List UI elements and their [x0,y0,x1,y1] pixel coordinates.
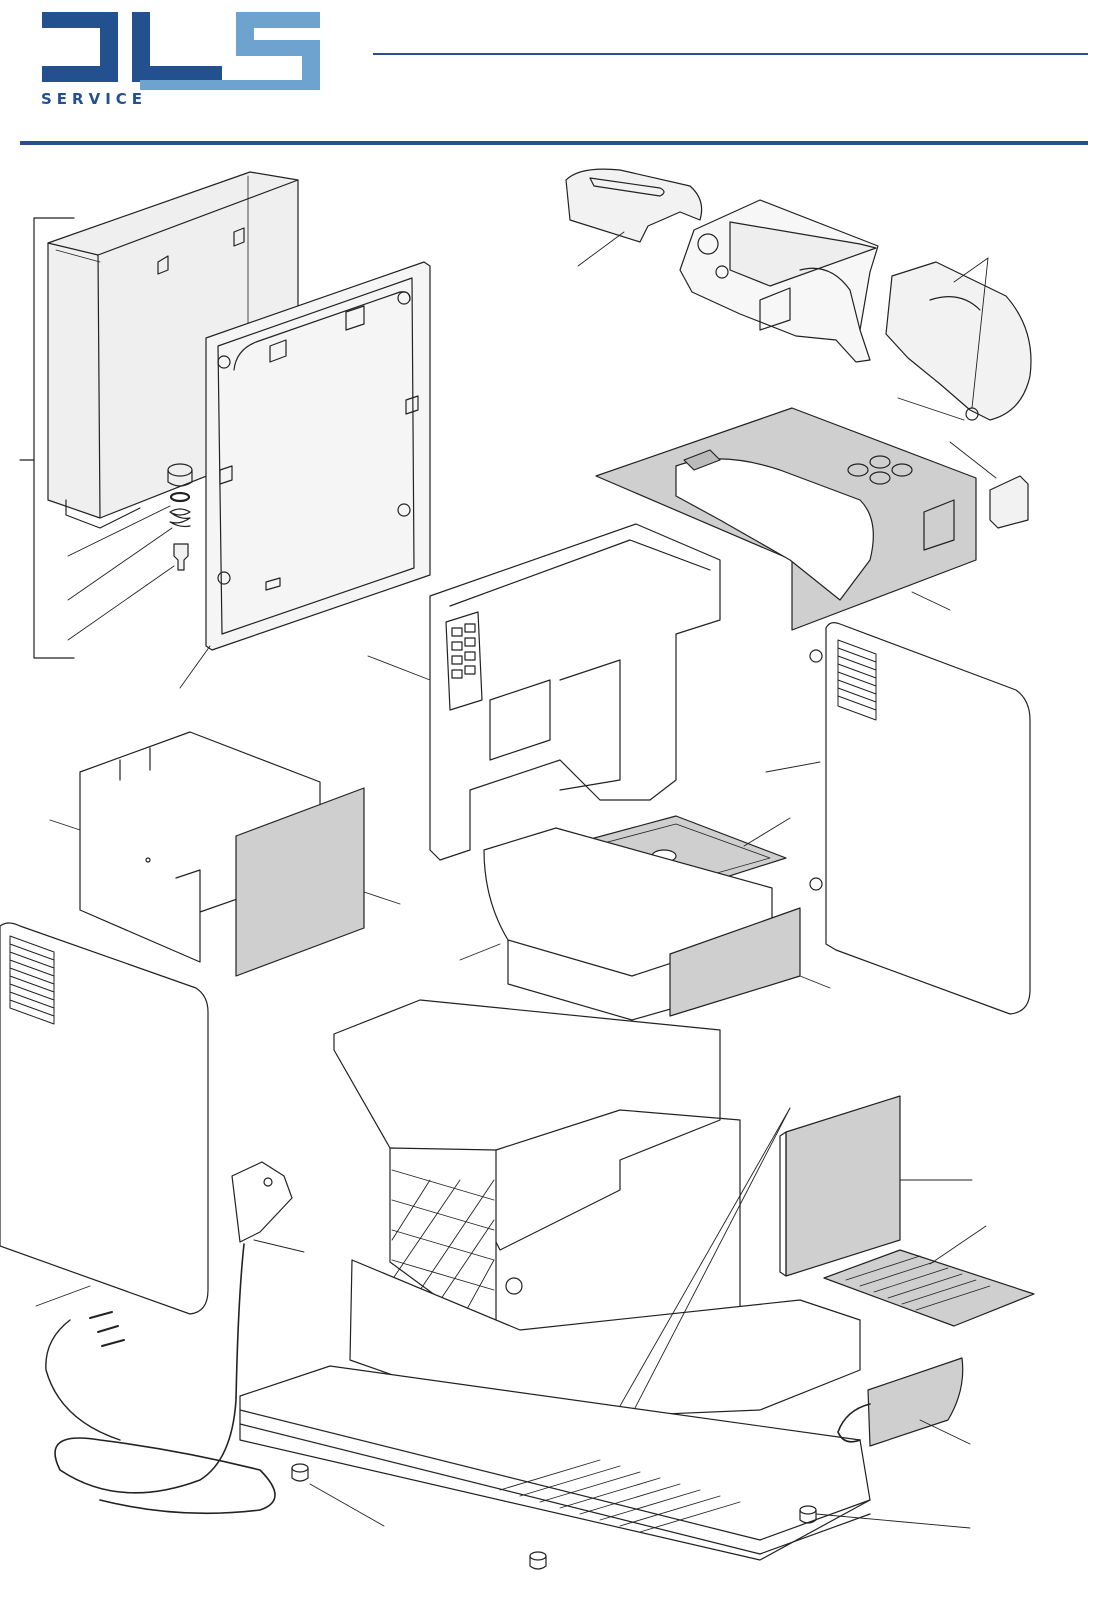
main-chassis [367,523,721,861]
foot-left [291,1463,385,1527]
logo-letter-d [42,12,118,82]
logo-service-text: SERVICE [41,90,148,108]
tank-valve-seal [169,491,191,503]
base-frame [333,999,861,1421]
exploded-parts-diagram [0,168,1035,1570]
drip-tray-front [669,907,831,1017]
brewer-side-cover [885,257,1032,421]
logo-letter-l [132,12,222,82]
tank-valve-spring [169,508,191,528]
tank-valve-plug [173,543,189,571]
dls-logo-mark [42,12,320,90]
foot-right [799,1505,971,1529]
rear-gray-panel [779,1095,973,1277]
header-main-rule [20,141,1088,145]
top-cover-plate [595,407,977,631]
right-side-panel [765,622,1031,1015]
header-thin-rule [373,53,1088,55]
logo-letter-s [140,12,320,90]
dls-service-logo: SERVICE [40,10,330,108]
left-side-panel [0,922,209,1315]
tank-support-frame [179,261,431,689]
bottom-grill [823,1225,1035,1327]
grounds-container-front [235,787,401,977]
tank-callouts [67,505,175,641]
cover-clip [949,441,1029,529]
curved-cover [837,1357,971,1447]
base-plate [239,1365,871,1561]
brewing-unit [679,199,879,363]
water-tank-bracket [19,217,75,659]
foot-center [529,1551,547,1570]
power-cord [45,1161,305,1515]
brewer-top-cover [565,168,703,267]
